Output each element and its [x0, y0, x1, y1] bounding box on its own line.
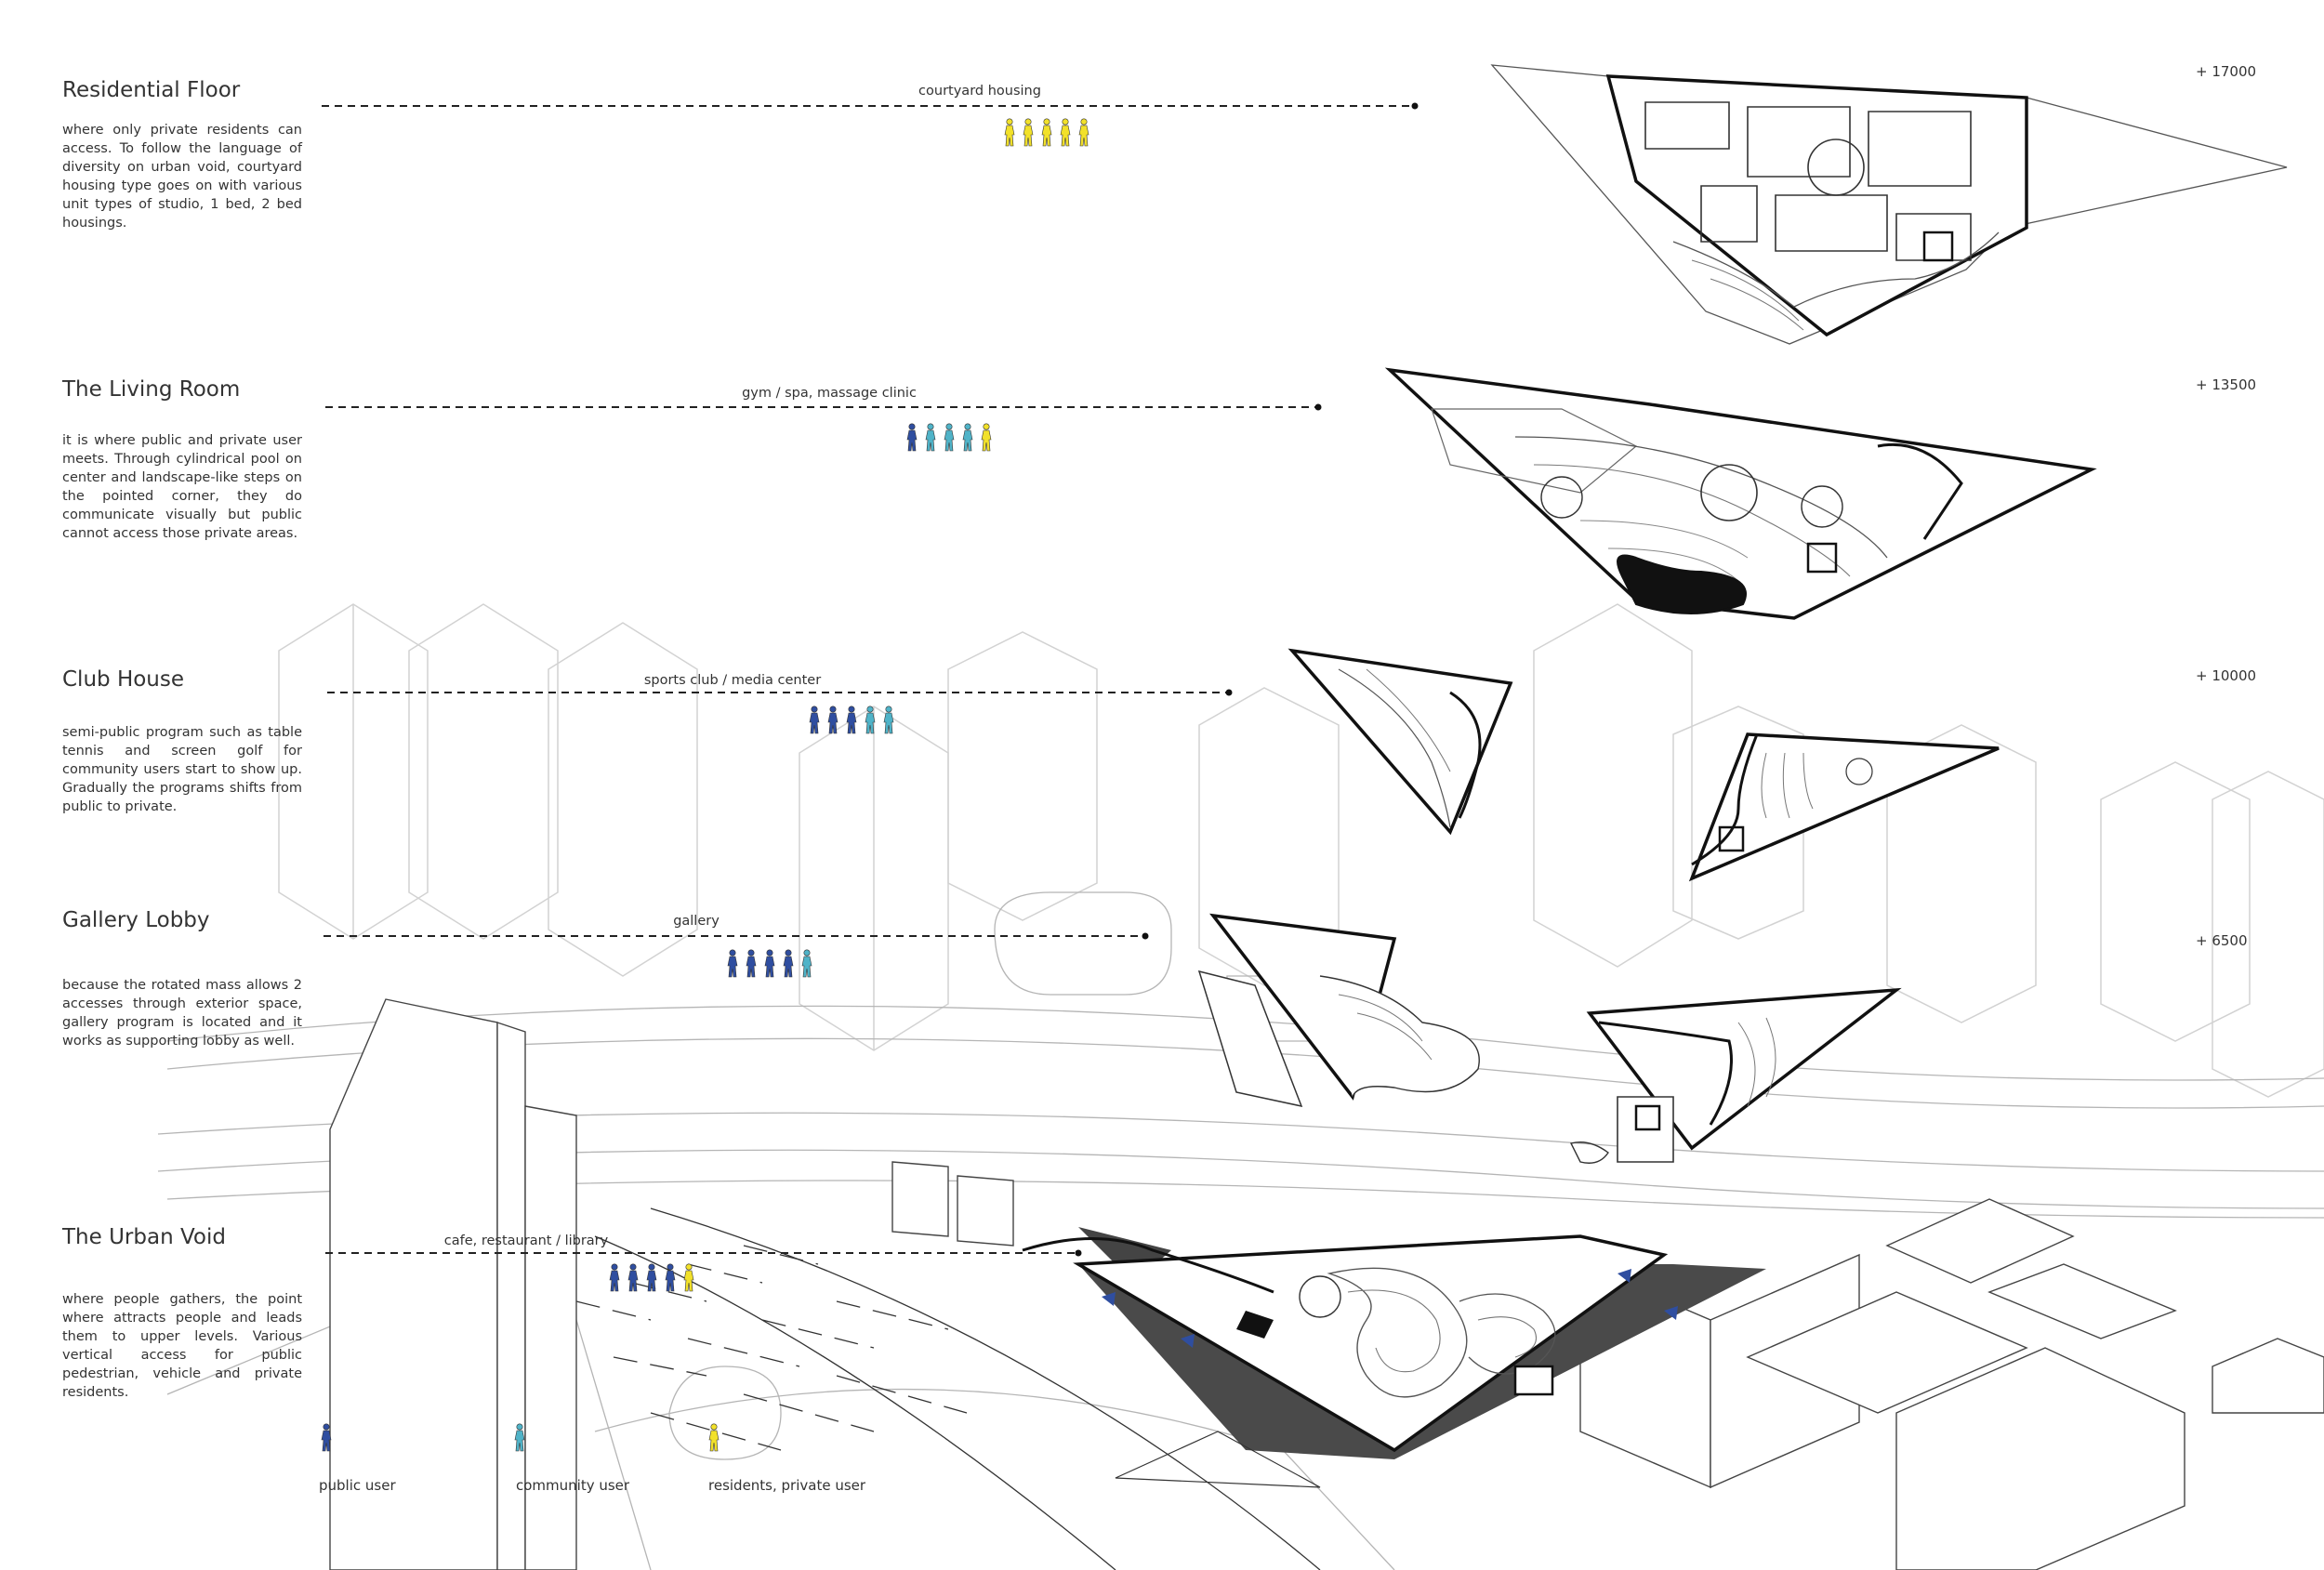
leader-end-dot-1	[1314, 403, 1322, 411]
leader-end-dot-4	[1075, 1249, 1082, 1257]
program-label-gallery-lobby: gallery	[673, 914, 720, 929]
level-desc-residential: where only private residents can access.…	[62, 123, 302, 231]
leader-end-dot-3	[1142, 932, 1149, 940]
elevation-13500: + 13500	[2196, 376, 2257, 393]
program-label-living-room: gym / spa, massage clinic	[742, 386, 917, 401]
user-figure-4-1	[627, 1263, 639, 1292]
legend-figure-1	[514, 1423, 525, 1452]
elevation-17000: + 17000	[2196, 63, 2257, 80]
user-figure-0-3	[1060, 118, 1071, 147]
user-figure-3-3	[783, 949, 794, 978]
user-figure-3-2	[764, 949, 775, 978]
user-figure-0-2	[1041, 118, 1052, 147]
user-figure-3-1	[746, 949, 757, 978]
level-title-residential: Residential Floor	[62, 78, 241, 102]
user-figure-1-0	[906, 423, 918, 452]
program-label-urban-void: cafe, restaurant / library	[443, 1234, 609, 1248]
user-figure-2-3	[865, 706, 876, 734]
user-figure-4-2	[646, 1263, 657, 1292]
user-figure-4-3	[665, 1263, 676, 1292]
user-figure-2-0	[809, 706, 820, 734]
user-figure-2-1	[827, 706, 838, 734]
user-figure-0-0	[1004, 118, 1015, 147]
level-title-living-room: The Living Room	[62, 377, 241, 402]
streets	[575, 1207, 1321, 1570]
legend-figure-0	[321, 1423, 332, 1452]
level-title-urban-void: The Urban Void	[62, 1225, 226, 1249]
leader-end-dot-0	[1411, 102, 1419, 110]
floor-plate-urban-void	[1022, 1227, 1766, 1488]
legend-label-residents: residents, private user	[708, 1477, 866, 1494]
level-desc-living-room: it is where public and private user meet…	[62, 433, 302, 541]
user-figure-1-2	[944, 423, 955, 452]
user-figure-4-4	[683, 1263, 694, 1292]
level-desc-club-house: semi-public program such as table tennis…	[62, 725, 302, 814]
city-context	[278, 603, 2324, 1098]
user-figure-1-1	[925, 423, 936, 452]
user-figure-1-4	[981, 423, 992, 452]
legend-label-public: public user	[319, 1477, 396, 1494]
user-figures	[321, 118, 1089, 1452]
leader-end-dot-2	[1225, 689, 1233, 696]
user-figure-3-0	[727, 949, 738, 978]
floor-plate-club-house	[1287, 648, 2000, 882]
elevation-10000: + 10000	[2196, 667, 2257, 684]
floor-plate-gallery-lobby	[1197, 913, 1902, 1164]
user-figure-1-3	[962, 423, 973, 452]
legend-figure-2	[708, 1423, 720, 1452]
program-label-club-house: sports club / media center	[643, 673, 822, 688]
elevation-6500: + 6500	[2196, 932, 2248, 949]
floor-plate-living-room	[1384, 367, 2097, 620]
level-title-club-house: Club House	[62, 667, 185, 692]
legend-label-community: community user	[516, 1477, 630, 1494]
user-figure-0-1	[1023, 118, 1034, 147]
user-figure-2-2	[846, 706, 857, 734]
user-figure-4-0	[609, 1263, 620, 1292]
level-desc-urban-void: where people gathers, the point where at…	[62, 1292, 302, 1400]
level-desc-gallery-lobby: because the rotated mass allows 2 access…	[62, 978, 302, 1049]
user-figure-2-4	[883, 706, 894, 734]
program-label-residential: courtyard housing	[918, 84, 1041, 99]
user-figure-3-4	[801, 949, 812, 978]
floor-plate-residential	[1490, 64, 2288, 345]
foreground-blocks	[329, 998, 2324, 1570]
level-connector-lines	[322, 102, 1419, 1257]
level-title-gallery-lobby: Gallery Lobby	[62, 908, 210, 932]
user-figure-0-4	[1078, 118, 1089, 147]
